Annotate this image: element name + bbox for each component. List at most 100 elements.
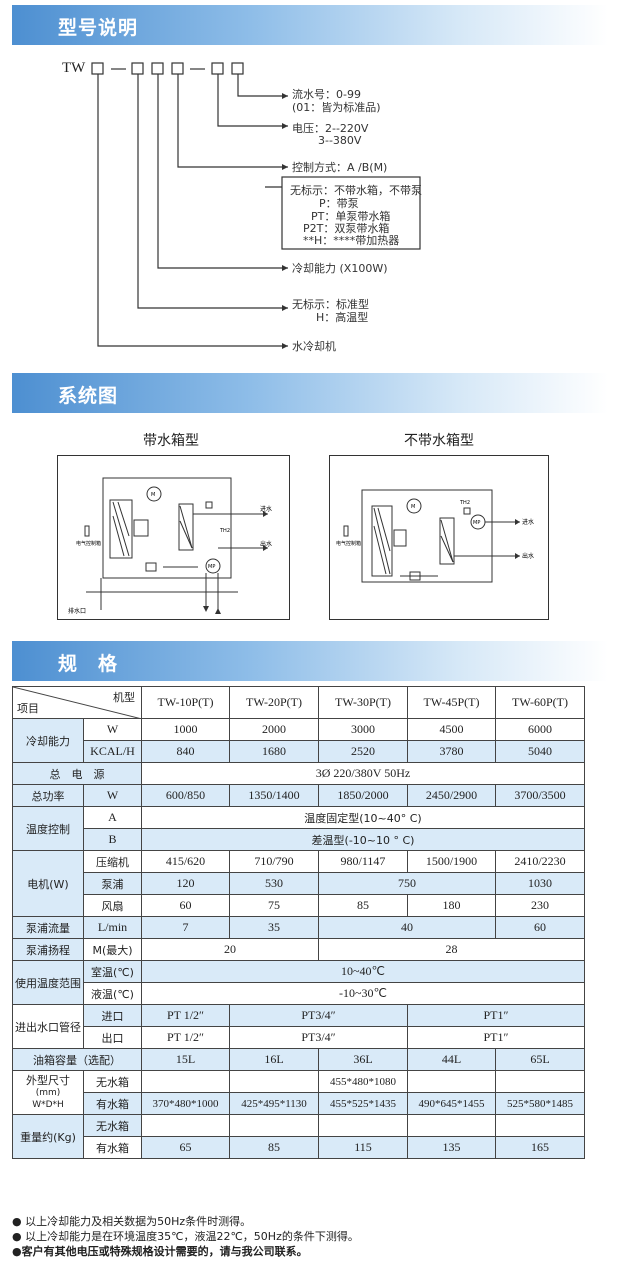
unit-cell: 出口 (83, 1026, 142, 1049)
table-cell: 2000 (229, 718, 319, 741)
table-corner-header: 机型 项目 (12, 686, 142, 719)
section-banner-spec: 规 格 (12, 641, 608, 681)
table-cell (495, 1070, 585, 1093)
table-cell (407, 1070, 496, 1093)
row-label-total-power: 总功率 (12, 784, 84, 807)
row-label-motor: 电机(W) (12, 850, 84, 917)
sensor-label: TH2 (459, 500, 470, 506)
unit-cell: M(最大) (83, 938, 142, 961)
unit-cell: 无水箱 (83, 1070, 142, 1093)
unit-cell: 无水箱 (83, 1114, 142, 1137)
control-box-label: 电气控制箱 (336, 540, 361, 547)
table-cell: 44L (407, 1048, 496, 1071)
row-label-dims: 外型尺寸 (mm) W*D*H (12, 1070, 84, 1115)
table-cell: 1000 (141, 718, 230, 741)
table-cell: 7 (141, 916, 230, 939)
table-cell (318, 1114, 408, 1137)
diagram-title-with-tank: 带水箱型 (143, 433, 199, 449)
model-header: TW-10P(T) (141, 686, 230, 719)
table-cell: 530 (229, 872, 319, 895)
type-label-1: 无标示：标准型 (292, 298, 369, 311)
motor-label: M (151, 492, 155, 498)
unit-cell: 液温(℃) (83, 982, 142, 1005)
table-cell: 710/790 (229, 850, 319, 873)
model-header: TW-30P(T) (318, 686, 408, 719)
unit-cell: W (83, 718, 142, 741)
table-cell: 455*525*1435 (318, 1092, 408, 1115)
water-out-label: 出水 (522, 552, 534, 560)
unit-cell: 室温(℃) (83, 960, 142, 983)
table-cell: 180 (407, 894, 496, 917)
table-cell: PT1″ (407, 1026, 585, 1049)
table-cell: 1500/1900 (407, 850, 496, 873)
table-cell: 差温型(-10~10 ° C) (141, 828, 585, 851)
section-title: 规 格 (58, 653, 119, 675)
table-cell: 120 (141, 872, 230, 895)
table-cell: 35 (229, 916, 319, 939)
table-cell: 15L (141, 1048, 230, 1071)
table-cell: 490*645*1455 (407, 1092, 496, 1115)
drain-label: 排水口 (68, 607, 86, 615)
section-title: 系统图 (58, 385, 119, 407)
option-5: **H：****带加热器 (303, 234, 400, 247)
serial-note: (01：皆为标准品) (292, 101, 381, 114)
row-label-pump-flow: 泵浦流量 (12, 916, 84, 939)
table-cell (229, 1114, 319, 1137)
spec-table: 机型 项目 TW-10P(T) TW-20P(T) TW-30P(T) TW-4… (12, 686, 585, 1159)
table-cell (495, 1114, 585, 1137)
table-cell: 3780 (407, 740, 496, 763)
row-label-temp-control: 温度控制 (12, 806, 84, 851)
table-cell: PT1″ (407, 1004, 585, 1027)
table-cell: 455*480*1080 (318, 1070, 408, 1093)
type-label-2: H：高温型 (316, 311, 369, 324)
footnotes: ● 以上冷却能力及相关数据为50Hz条件时测得。 ● 以上冷却能力是在环境温度3… (12, 1214, 359, 1259)
diagram-no-tank: 电气控制箱 进水 出水 M MP TH2 (329, 455, 549, 620)
option-3: PT：单泵带水箱 (311, 210, 391, 223)
model-header: TW-60P(T) (495, 686, 585, 719)
table-cell (229, 1070, 319, 1093)
table-cell: 3000 (318, 718, 408, 741)
pump-label: MP (473, 520, 480, 526)
table-cell: 1030 (495, 872, 585, 895)
table-cell: 3Ø 220/380V 50Hz (141, 762, 585, 785)
sensor-label: TH2 (219, 528, 230, 534)
row-label-tank: 油箱容量（选配） (12, 1048, 142, 1071)
table-cell: PT 1/2″ (141, 1026, 230, 1049)
row-label-pump-head: 泵浦扬程 (12, 938, 84, 961)
table-cell: 60 (495, 916, 585, 939)
diagram-with-tank: 电气控制箱 进水 出水 排水口 M MP TH2 (57, 455, 290, 620)
model-header: TW-45P(T) (407, 686, 496, 719)
table-cell: 525*580*1485 (495, 1092, 585, 1115)
table-cell: 980/1147 (318, 850, 408, 873)
unit-cell: A (83, 806, 142, 829)
table-cell: PT3/4″ (229, 1026, 408, 1049)
table-cell: 85 (229, 1136, 319, 1159)
section-banner-system: 系统图 (12, 373, 608, 413)
table-cell (141, 1114, 230, 1137)
motor-label: M (411, 504, 415, 510)
table-cell: 750 (318, 872, 496, 895)
option-2: P：带泵 (319, 197, 359, 210)
section-banner-model: 型号说明 (12, 5, 608, 45)
table-cell: 85 (318, 894, 408, 917)
table-cell: 65 (141, 1136, 230, 1159)
model-code-lines (91, 62, 421, 349)
table-cell: 1680 (229, 740, 319, 763)
table-cell: 230 (495, 894, 585, 917)
row-label-cooling: 冷却能力 (12, 718, 84, 763)
voltage-label: 电压：2--220V (292, 122, 369, 135)
table-cell: 6000 (495, 718, 585, 741)
table-cell: 425*495*1130 (229, 1092, 319, 1115)
water-out-label: 出水 (260, 540, 272, 548)
table-cell: PT3/4″ (229, 1004, 408, 1027)
table-cell: 36L (318, 1048, 408, 1071)
dims-label: 外型尺寸 (26, 1073, 70, 1087)
table-cell: 16L (229, 1048, 319, 1071)
model-code-diagram: TW 流水号：0-99 (0, 50, 620, 370)
row-label-env-temp: 使用温度范围 (12, 960, 84, 1005)
table-cell: 165 (495, 1136, 585, 1159)
table-cell: 370*480*1000 (141, 1092, 230, 1115)
table-cell: 840 (141, 740, 230, 763)
control-box-label: 电气控制箱 (76, 540, 101, 547)
table-cell: 415/620 (141, 850, 230, 873)
